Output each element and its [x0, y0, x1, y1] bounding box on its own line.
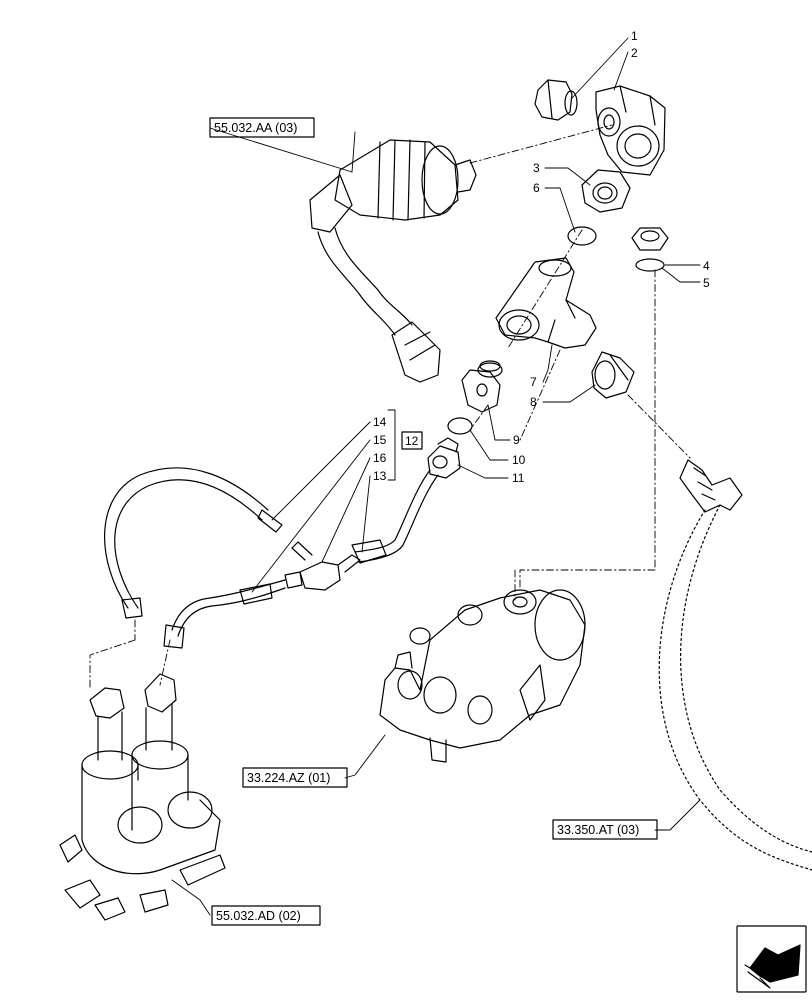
o-ring-part-6 [567, 226, 597, 246]
ref-label-at[interactable]: 33.350.AT (03) [557, 823, 639, 837]
callout-box-12 [401, 431, 423, 450]
callout-9: 9 [513, 433, 520, 447]
adapter-part-9 [461, 360, 503, 413]
callout-13: 13 [373, 469, 387, 483]
ref-box-at [552, 819, 658, 840]
tee-part-16 [284, 541, 361, 591]
nut-part-3 [581, 169, 631, 213]
o-ring-part-5 [635, 258, 665, 272]
callout-3: 3 [533, 161, 540, 175]
o-ring-part-10 [447, 417, 473, 435]
callout-16: 16 [373, 451, 387, 465]
callout-7: 7 [530, 375, 537, 389]
hose-end-fitting [679, 459, 743, 513]
callout-1: 1 [631, 29, 638, 43]
ref-box-aa [209, 117, 315, 138]
leader-lines [171, 37, 701, 916]
reference-labels: 55.032.AA (03) 33.224.AZ (01) 55.032.AD … [214, 121, 639, 923]
connector-part-8 [591, 351, 635, 399]
ref-box-ad [211, 905, 321, 926]
callout-2: 2 [631, 46, 638, 60]
center-lines [89, 124, 691, 691]
long-hose [658, 509, 812, 871]
callout-15: 15 [373, 433, 387, 447]
return-arrow-icon[interactable] [736, 925, 807, 993]
nut-part-4 [631, 227, 669, 251]
callout-10: 10 [512, 453, 526, 467]
ref-label-ad[interactable]: 55.032.AD (02) [216, 909, 301, 923]
hose-part-14 [104, 467, 283, 619]
callout-8: 8 [530, 395, 537, 409]
ref-label-aa[interactable]: 55.032.AA (03) [214, 121, 297, 135]
brake-valve [59, 673, 226, 921]
ref-label-az[interactable]: 33.224.AZ (01) [247, 771, 330, 785]
callout-14: 14 [373, 415, 387, 429]
fitting-part-11 [427, 437, 461, 479]
pressure-switch [309, 139, 477, 383]
tee-fitting-part-7 [495, 257, 597, 349]
callout-labels: 1 2 3 6 4 5 7 8 9 10 11 14 15 16 13 12 [373, 29, 710, 485]
callout-12: 12 [405, 434, 419, 448]
hose-part-15 [163, 579, 286, 649]
hose-part-13 [351, 469, 439, 564]
callout-4: 4 [703, 259, 710, 273]
hydraulic-pump [379, 589, 586, 763]
plug-part-1 [534, 79, 578, 121]
callout-11: 11 [512, 471, 525, 485]
ref-box-az [242, 767, 348, 788]
callout-5: 5 [703, 276, 710, 290]
callout-6: 6 [533, 181, 540, 195]
elbow-fitting-part-2 [595, 85, 666, 176]
